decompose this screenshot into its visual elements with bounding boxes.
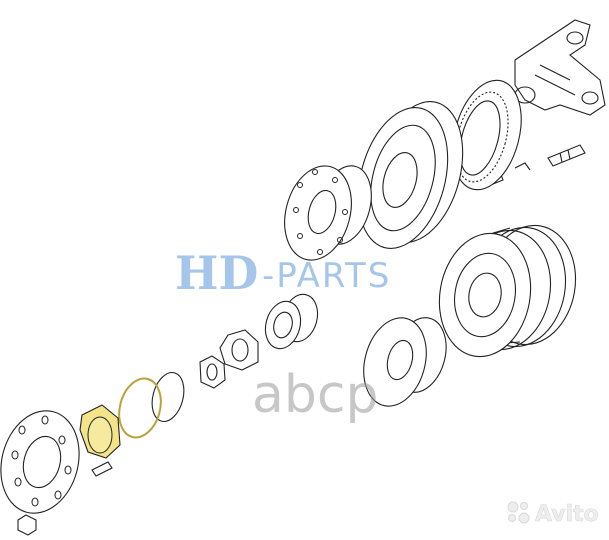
wheel-cover-plate (0, 410, 80, 514)
circlip (151, 371, 185, 423)
hub-cap (79, 404, 121, 459)
lock-washer (219, 329, 259, 371)
hd-parts-watermark-parts: -PARTS (262, 256, 391, 296)
avito-logo: Avito (507, 501, 599, 527)
bolt (91, 461, 113, 477)
abcp-watermark: abcp (252, 365, 378, 425)
wheel-hub-upper (284, 165, 372, 261)
avito-watermark: Avito (535, 502, 599, 527)
wheel-hub-lower (363, 317, 447, 407)
abs-tone-ring (452, 79, 522, 191)
hd-parts-watermark-hd: HD (175, 246, 258, 300)
axle-nut (199, 355, 226, 389)
seal-ring (118, 377, 162, 439)
bearing (264, 293, 319, 350)
brake-disc (357, 101, 464, 249)
wheel-nut (17, 514, 37, 536)
brake-drum (438, 224, 577, 358)
steering-knuckle (514, 19, 606, 116)
